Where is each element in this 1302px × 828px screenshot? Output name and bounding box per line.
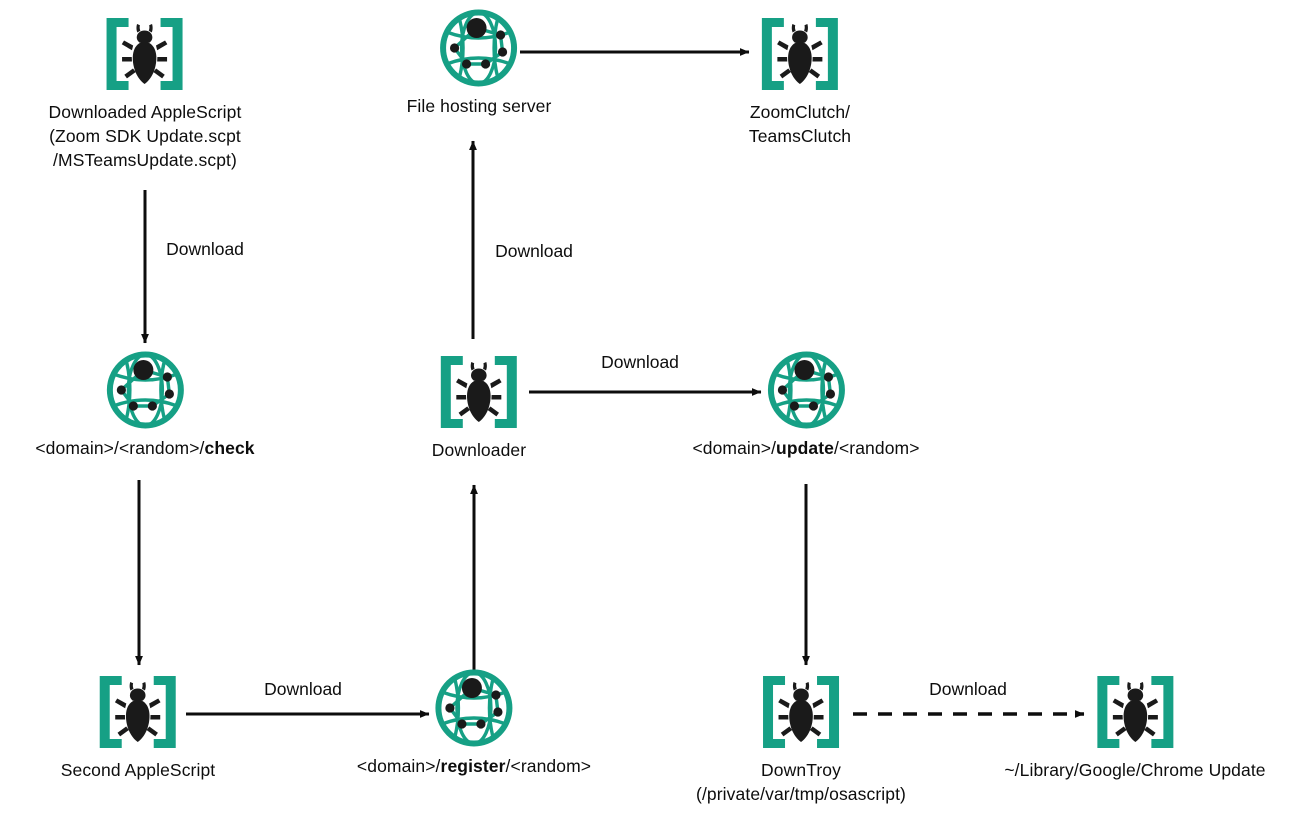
node-chrome-update[interactable]: ~/Library/Google/Chrome Update [1004, 672, 1266, 782]
node-second-applescript[interactable]: Second AppleScript [61, 672, 216, 782]
node-domain-random-check[interactable]: <domain>/<random>/check [35, 350, 255, 460]
edge-label-applescript-to-check: Download [166, 239, 244, 259]
edge-label-downloader-to-update: Download [601, 352, 679, 372]
globe-network-icon [428, 668, 520, 748]
node-downloader[interactable]: Downloader [432, 352, 526, 462]
node-caption: Downloaded AppleScript (Zoom SDK Update.… [48, 102, 242, 170]
edge-label-downtroy-to-chrome-update: Download [929, 679, 1007, 699]
bug-bracket-icon [755, 672, 847, 752]
node-caption: DownTroy (/private/var/tmp/osascript) [696, 760, 906, 804]
node-zoomclutch-teamsclutch[interactable]: ZoomClutch/ TeamsClutch [749, 14, 851, 148]
node-file-hosting-server[interactable]: File hosting server [407, 8, 552, 118]
globe-network-icon [760, 350, 852, 430]
bug-bracket-icon [754, 14, 846, 94]
node-caption: <domain>/register/<random> [356, 756, 592, 776]
globe-network-icon [99, 350, 191, 430]
bug-bracket-icon [1089, 672, 1181, 752]
globe-network-icon [433, 8, 525, 88]
node-downtroy[interactable]: DownTroy (/private/var/tmp/osascript) [696, 672, 906, 806]
node-caption: <domain>/update/<random> [692, 438, 920, 458]
node-domain-update-random[interactable]: <domain>/update/<random> [692, 350, 919, 460]
node-caption: ZoomClutch/ TeamsClutch [748, 102, 852, 146]
node-domain-register-random[interactable]: <domain>/register/<random> [357, 668, 591, 778]
bug-bracket-icon [99, 14, 191, 94]
node-caption: Downloader [431, 440, 527, 460]
edge-label-second-applescript-to-register: Download [264, 679, 342, 699]
bug-bracket-icon [433, 352, 525, 432]
node-caption: Second AppleScript [60, 760, 216, 780]
node-caption: File hosting server [406, 96, 552, 116]
edge-label-downloader-to-server: Download [495, 241, 573, 261]
node-caption: ~/Library/Google/Chrome Update [1004, 760, 1266, 780]
bug-bracket-icon [92, 672, 184, 752]
node-downloaded-applescript[interactable]: Downloaded AppleScript (Zoom SDK Update.… [49, 14, 242, 172]
node-caption: <domain>/<random>/check [35, 438, 255, 458]
